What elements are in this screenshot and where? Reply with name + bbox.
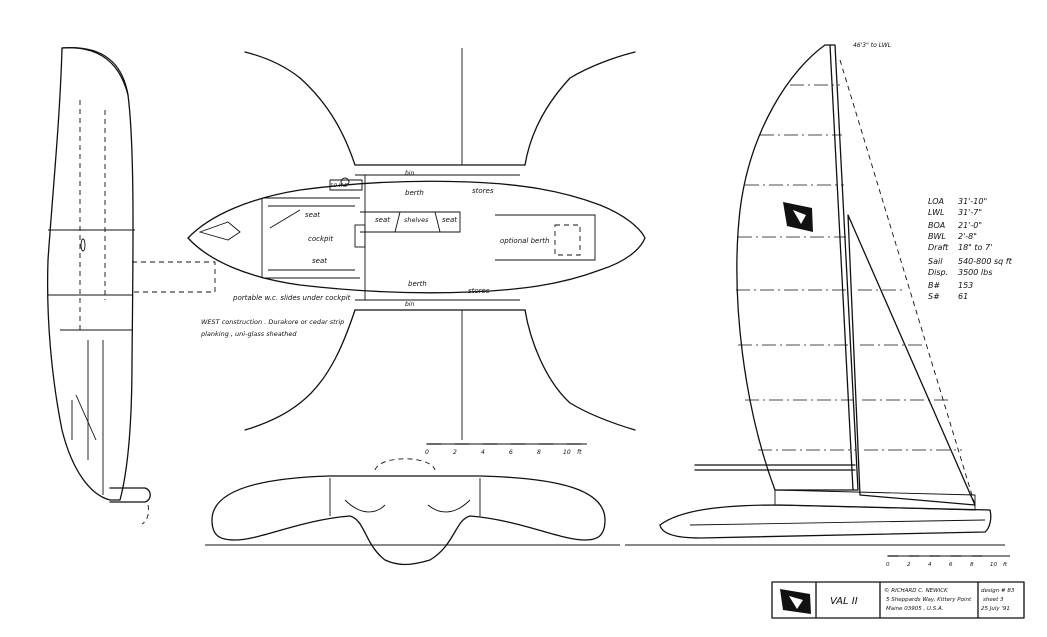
spec-value: 2'-8" [958, 232, 977, 241]
spec-key: S# [928, 292, 940, 301]
drawing-date: 25 July '91 [981, 606, 1010, 612]
seat-mid-label: seat [375, 216, 390, 224]
construction-note-1: WEST construction . Durakore or cedar st… [201, 318, 344, 326]
spec-key: LWL [928, 208, 945, 217]
svg-text:4: 4 [928, 562, 932, 568]
seat-right-label: seat [442, 216, 457, 224]
berth-bottom-label: berth [408, 280, 427, 288]
svg-text:ft: ft [577, 449, 582, 456]
boat-name: VAL II [830, 596, 858, 607]
svg-text:6: 6 [509, 449, 513, 456]
spec-key: Disp. [928, 268, 948, 277]
shelves-label: shelves [404, 216, 429, 224]
bin-top-label: bin [405, 170, 414, 177]
float-side-view [46, 46, 216, 525]
cockpit-label: cockpit [308, 235, 333, 243]
spec-table: LOA 31'-10" LWL 31'-7" BOA 21'-0" BWL 2'… [928, 197, 1013, 301]
spec-value: 153 [958, 281, 973, 290]
svg-text:6: 6 [949, 562, 953, 568]
svg-text:4: 4 [481, 449, 485, 456]
svg-text:ft: ft [1003, 562, 1008, 568]
seat-lower-label: seat [312, 257, 327, 265]
plan-view: bin bin berth berth stores stores seat s… [187, 48, 646, 456]
berth-top-label: berth [405, 189, 424, 197]
svg-text:8: 8 [970, 562, 974, 568]
spec-key: LOA [928, 197, 944, 206]
designer-address-1: 5 Sheppards Way, Kittery Point [886, 597, 972, 603]
spec-value: 540-800 sq ft [958, 257, 1013, 266]
svg-text:10: 10 [563, 449, 571, 456]
spec-value: 18" to 7' [958, 243, 992, 252]
optional-berth-label: optional berth [500, 237, 549, 245]
portable-wc-note: portable w.c. slides under cockpit [232, 294, 351, 302]
stores-top-label: stores [472, 187, 494, 195]
spec-value: 61 [958, 292, 968, 301]
spec-key: Draft [928, 243, 949, 252]
spec-key: Sail [928, 257, 943, 266]
designer-address-2: Maine 03905 , U.S.A. [886, 606, 944, 612]
svg-text:2: 2 [453, 449, 457, 456]
svg-text:0: 0 [425, 449, 429, 456]
svg-text:10: 10 [990, 562, 997, 568]
spec-value: 31'-10" [958, 197, 987, 206]
spec-value: 21'-0" [958, 221, 982, 230]
front-section-view [205, 458, 620, 566]
title-block: VAL II © RICHARD C. NEWICK 5 Sheppards W… [771, 581, 1025, 619]
hp-note: 10 H.P [330, 183, 349, 189]
bin-bottom-label: bin [405, 301, 414, 308]
spec-key: BOA [928, 221, 945, 230]
profile-scale-bar: 0 2 4 6 8 10 ft [886, 555, 1010, 568]
sail-profile-view: 46'3" to LWL 0 2 4 6 8 10 ft [625, 42, 1010, 568]
mast-height-note: 46'3" to LWL [853, 42, 891, 49]
plan-scale-bar: 0 2 4 6 8 10 ft [425, 443, 587, 456]
seat-upper-label: seat [305, 211, 320, 219]
construction-note-2: planking , uni-glass sheathed [200, 330, 297, 338]
svg-text:0: 0 [886, 562, 890, 568]
spec-value: 3500 lbs [958, 268, 992, 277]
svg-text:8: 8 [537, 449, 541, 456]
stores-bottom-label: stores [468, 287, 490, 295]
spec-value: 31'-7" [958, 208, 982, 217]
spec-key: B# [928, 281, 940, 290]
svg-text:2: 2 [907, 562, 911, 568]
spec-key: BWL [928, 232, 946, 241]
designer-name: © RICHARD C. NEWICK [884, 587, 948, 594]
design-number: design # 83 [981, 588, 1015, 594]
sheet-number: sheet 3 [983, 597, 1004, 603]
